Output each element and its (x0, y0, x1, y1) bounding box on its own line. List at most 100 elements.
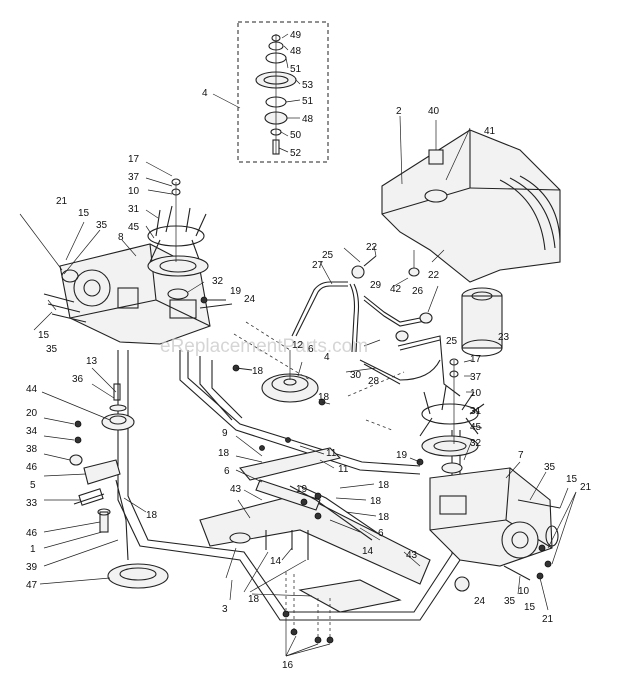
callout-7: 7 (518, 450, 524, 461)
callout-24: 24 (244, 294, 256, 305)
callout-14: 14 (270, 556, 282, 567)
callout-21: 21 (580, 482, 592, 493)
callout-5: 5 (30, 480, 36, 491)
callout-48: 48 (302, 114, 314, 125)
callout-10: 10 (470, 388, 482, 399)
callout-23: 23 (498, 332, 510, 343)
callout-46: 46 (26, 462, 38, 473)
callout-19: 19 (296, 484, 308, 495)
callout-27: 27 (312, 260, 324, 271)
callout-17: 17 (128, 154, 140, 165)
callout-26: 26 (412, 286, 424, 297)
callout-15: 15 (524, 602, 536, 613)
callout-19: 18 (378, 480, 390, 491)
callout-4: 4 (324, 352, 330, 363)
callout-15: 15 (38, 330, 50, 341)
callout-45: 45 (470, 422, 482, 433)
callout-46: 46 (26, 528, 38, 539)
callout-36: 36 (72, 374, 84, 385)
callout-43: 43 (406, 550, 418, 561)
callout-35: 35 (544, 462, 556, 473)
callout-43: 43 (230, 484, 242, 495)
callout-18: 18 (146, 510, 158, 521)
right-transmission (429, 461, 577, 611)
callout-29: 29 (370, 280, 382, 291)
callout-15: 15 (566, 474, 578, 485)
callout-34: 34 (26, 426, 38, 437)
left-pulley-stack (39, 367, 169, 589)
callout-10: 10 (128, 186, 140, 197)
left-hardware (199, 296, 253, 372)
hydraulic-lines (291, 245, 461, 397)
callout-3: 3 (222, 604, 228, 615)
callout-41: 41 (484, 126, 496, 137)
callout-8: 8 (118, 232, 124, 243)
callout-32: 32 (212, 276, 224, 287)
callout-38: 38 (26, 444, 38, 455)
callout-21: 21 (542, 614, 554, 625)
callout-18: 18 (378, 512, 390, 523)
callout-50: 50 (290, 130, 302, 141)
callout-35: 35 (96, 220, 108, 231)
callout-48: 48 (290, 46, 302, 57)
callout-22: 22 (366, 242, 378, 253)
callout-2: 2 (396, 106, 402, 117)
callout-53: 53 (302, 80, 314, 91)
callout-24: 24 (474, 596, 486, 607)
callout-17: 17 (470, 354, 482, 365)
callout-31: 31 (470, 406, 482, 417)
callout-6: 6 (224, 466, 230, 477)
callout-25: 25 (322, 250, 334, 261)
callout-40: 40 (428, 106, 440, 117)
frame-assembly (381, 115, 561, 283)
callout-18: 18 (248, 594, 260, 605)
callout-6: 6 (378, 528, 384, 539)
center-dash-lines (233, 321, 405, 431)
callout-30: 30 (350, 370, 362, 381)
callout-20: 20 (26, 408, 38, 419)
drive-belt (117, 350, 461, 621)
callout-18: 18 (370, 496, 382, 507)
callout-31: 31 (128, 204, 140, 215)
callout-14: 14 (362, 546, 374, 557)
callout-18: 18 (218, 448, 230, 459)
center-idler-pulley (261, 350, 319, 403)
callout-16: 16 (282, 660, 294, 671)
callout-6: 6 (308, 344, 314, 355)
callout-37: 37 (470, 372, 482, 383)
callout-33: 33 (26, 498, 38, 509)
left-transmission (19, 213, 211, 345)
callout-15: 15 (78, 208, 90, 219)
callout-44: 44 (26, 384, 38, 395)
callout-35: 35 (46, 344, 58, 355)
callout-39: 39 (26, 562, 38, 573)
callout-52: 52 (290, 148, 302, 159)
callout-47: 47 (26, 580, 38, 591)
callout-32: 32 (470, 438, 482, 449)
callout-21: 21 (56, 196, 68, 207)
callout-45: 45 (128, 222, 140, 233)
callout-10: 10 (518, 586, 530, 597)
callout-4: 4 (202, 88, 208, 99)
left-fan-pulley (145, 161, 209, 300)
callout-1: 1 (30, 544, 36, 555)
callout-51: 51 (290, 64, 302, 75)
callout-18: 18 (252, 366, 264, 377)
callout-13: 13 (86, 356, 98, 367)
callout-18: 18 (318, 392, 330, 403)
callout-51: 51 (302, 96, 314, 107)
oil-filter (461, 287, 503, 357)
pulley-stack-inset (212, 21, 329, 163)
callout-35: 35 (504, 596, 516, 607)
callout-9: 9 (222, 428, 228, 439)
callout-28: 28 (368, 376, 380, 387)
center-linkage (199, 398, 431, 657)
callout-49: 49 (290, 30, 302, 41)
callout-19: 19 (230, 286, 242, 297)
right-fan-pulley (419, 358, 485, 474)
callout-25: 25 (446, 336, 458, 347)
callout-42: 42 (390, 284, 402, 295)
callout-37: 37 (128, 172, 140, 183)
callout-19: 19 (396, 450, 408, 461)
